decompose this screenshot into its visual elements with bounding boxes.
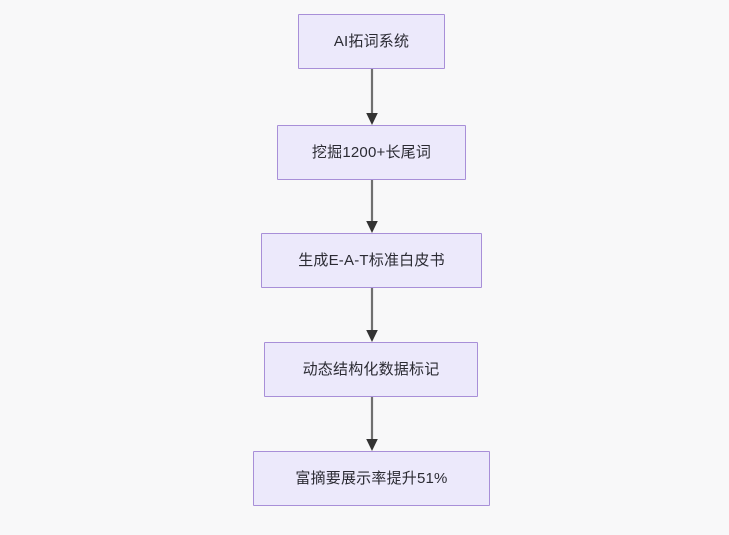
flow-node-label: 挖掘1200+长尾词 (311, 144, 432, 161)
flow-node-label: AI拓词系统 (333, 33, 410, 50)
flow-connector-arrow (364, 180, 380, 233)
flow-connector-arrow (364, 397, 380, 451)
flow-node-generate-eat-whitepaper[interactable]: 生成E-A-T标准白皮书 (261, 233, 482, 288)
flow-connector-arrow (364, 69, 380, 125)
flow-node-label: 动态结构化数据标记 (302, 361, 440, 378)
flow-node-label: 富摘要展示率提升51% (295, 470, 448, 487)
flow-node-rich-snippet-rate-increase[interactable]: 富摘要展示率提升51% (253, 451, 490, 506)
flow-connector-arrow (364, 288, 380, 342)
flow-node-ai-keyword-system[interactable]: AI拓词系统 (298, 14, 445, 69)
flow-node-mine-longtail-keywords[interactable]: 挖掘1200+长尾词 (277, 125, 466, 180)
flow-node-dynamic-structured-data-markup[interactable]: 动态结构化数据标记 (264, 342, 478, 397)
flow-node-label: 生成E-A-T标准白皮书 (298, 252, 445, 269)
